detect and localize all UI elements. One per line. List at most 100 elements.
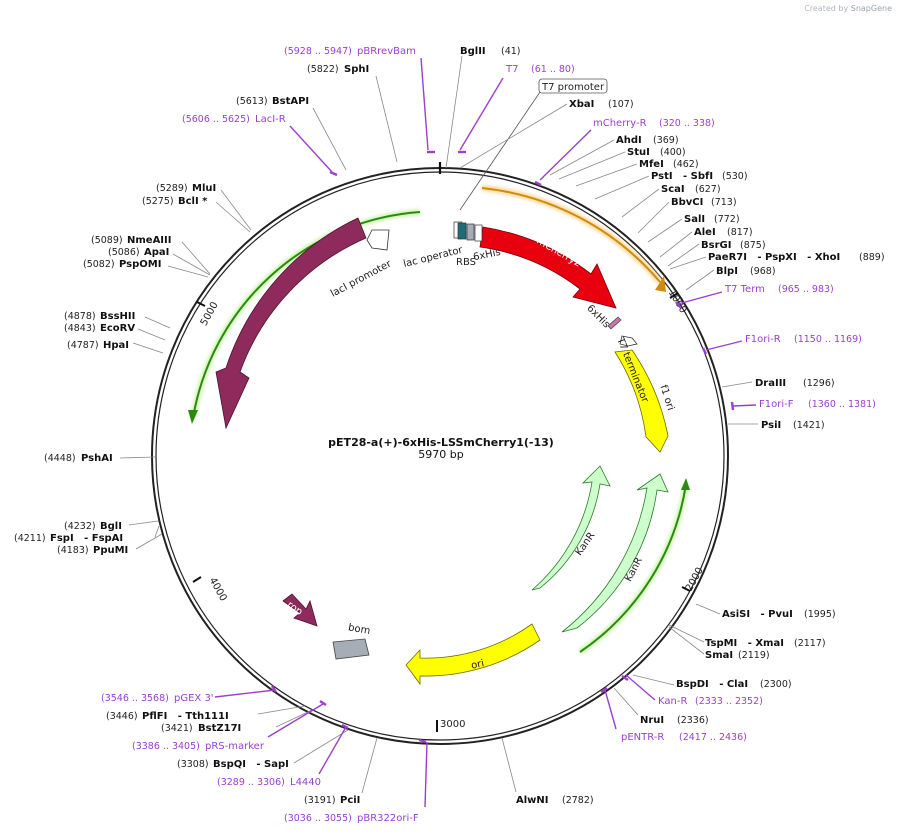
feature-label-t7-promoter: T7 promoter: [541, 82, 605, 93]
feature-mcherry2[interactable]: [479, 226, 617, 309]
site-mluI[interactable]: (5289)MluI: [156, 183, 216, 194]
primer-mark-pgex3: [271, 685, 277, 693]
site-pos-stuI: (400): [660, 147, 686, 158]
site-pshAI[interactable]: (4448)PshAI: [44, 453, 113, 464]
leader-xbaI: [459, 103, 568, 169]
feature-t7-terminator[interactable]: [619, 335, 638, 347]
leader-tspMI: [668, 624, 705, 643]
site-pos-pstI: (530): [722, 171, 748, 182]
primer-mark-laci-r: [329, 170, 338, 177]
feature-label-rbs: RBS: [456, 257, 476, 268]
leader-bspDI: [632, 674, 675, 686]
primer-laci-r[interactable]: (5606 .. 5625)LacI-R: [182, 114, 286, 125]
primer-t7-term[interactable]: T7 Term(965 .. 983): [724, 284, 834, 295]
leader-bsrGI: [667, 243, 700, 267]
site-sphI[interactable]: (5822)SphI: [307, 64, 369, 75]
primer-mark-l4440: [341, 723, 349, 730]
feature-bom[interactable]: [332, 638, 370, 660]
primer-pbrrevbam[interactable]: (5928 .. 5947)pBRrevBam: [284, 46, 416, 57]
site-stuI[interactable]: StuI(400): [627, 147, 686, 158]
site-asiSI[interactable]: AsiSI - PvuI(1995): [722, 609, 836, 620]
site-name-bbvCI: BbvCI: [671, 197, 703, 208]
site-pspOMI[interactable]: (5082)PspOMI: [83, 259, 161, 270]
site-mfeI[interactable]: MfeI(462): [639, 159, 699, 170]
site-ahdI[interactable]: AhdI(369): [616, 135, 679, 146]
site-bstAPI[interactable]: (5613)BstAPI: [236, 96, 309, 107]
site-pflFI[interactable]: (3446)PflFI - Tth111I: [106, 711, 229, 722]
primer-name-pbr322ori-f: pBR322ori-F: [357, 813, 419, 824]
feature-6xhis-top-box[interactable]: [466, 223, 475, 241]
feature-lacI[interactable]: [215, 217, 367, 430]
leader-mluI: [220, 189, 252, 231]
site-pos-sphI: (5822): [307, 64, 339, 75]
feature-t7-promoter-box[interactable]: [474, 224, 483, 242]
feature-rop[interactable]: [282, 593, 318, 627]
primer-prs-marker[interactable]: (3386 .. 3405)pRS-marker: [132, 741, 265, 752]
site-name-alwNI: AlwNI: [516, 795, 549, 806]
primer-pos-l4440: (3289 .. 3306): [217, 777, 285, 788]
feature-rbs-box[interactable]: [457, 222, 467, 240]
primer-leader-f1ori-r: [705, 340, 743, 351]
feature-f1ori[interactable]: [614, 349, 669, 453]
site-hpaI[interactable]: (4787)HpaI: [67, 340, 129, 351]
site-bbvCI[interactable]: BbvCI (713): [671, 197, 737, 208]
primer-f1ori-f[interactable]: F1ori-F(1360 .. 1381): [759, 399, 876, 410]
site-bssHII[interactable]: (4878)BssHII: [64, 311, 135, 322]
watermark-brand: SnapGene: [850, 4, 892, 13]
site-name-ppuMI: PpuMI: [93, 545, 128, 556]
site-pstI[interactable]: PstI - SbfI (530): [651, 171, 748, 182]
site-bsrGI[interactable]: BsrGI(875): [701, 240, 766, 251]
feature-kanR-outer[interactable]: [561, 473, 669, 633]
primer-kan-r[interactable]: Kan-R(2333 .. 2352): [658, 696, 763, 707]
feature-6xhis-bottom[interactable]: [607, 316, 622, 330]
site-alwNI[interactable]: AlwNI(2782): [516, 795, 594, 806]
site-draIII[interactable]: DraIII(1296): [755, 378, 835, 389]
site-paeR7I[interactable]: PaeR7I - PspXI - XhoI(889): [708, 252, 885, 263]
site-tspMI[interactable]: TspMI - XmaI(2117): [705, 638, 826, 649]
primer-pentr-r[interactable]: pENTR-R(2417 .. 2436): [621, 732, 747, 743]
site-pos-pshAI: (4448): [44, 453, 76, 464]
site-blpI[interactable]: BlpI(968): [716, 266, 776, 277]
site-name-bspDI: BspDI - ClaI: [676, 679, 748, 690]
primer-l4440[interactable]: (3289 .. 3306)L4440: [217, 777, 321, 788]
site-name-fspI: FspI - FspAI: [50, 533, 123, 544]
site-nruI[interactable]: NruI(2336): [640, 715, 709, 726]
primer-mcherry-r[interactable]: mCherry-R(320 .. 338): [593, 118, 715, 129]
site-scaI[interactable]: ScaI(627): [661, 184, 721, 195]
site-name-mluI: MluI: [192, 183, 216, 194]
site-bspDI[interactable]: BspDI - ClaI(2300): [676, 679, 792, 690]
site-salI[interactable]: SalI(772): [684, 214, 740, 225]
site-bglI[interactable]: (4232)BglI: [64, 521, 122, 532]
site-bstZ17I[interactable]: (3421)BstZ17I: [161, 723, 241, 734]
site-bspQI[interactable]: (3308)BspQI - SapI: [177, 759, 289, 770]
site-psiI[interactable]: PsiI(1421): [761, 420, 825, 431]
site-aleI[interactable]: AleI(817): [694, 227, 753, 238]
site-smaI[interactable]: SmaI(2119): [705, 650, 770, 661]
primer-t7[interactable]: T7(61 .. 80): [505, 64, 575, 75]
site-pciI[interactable]: (3191)PciI: [304, 795, 360, 806]
tick-label-4000: 4000: [207, 576, 229, 604]
primer-pgex3[interactable]: (3546 .. 3568)pGEX 3': [101, 693, 214, 704]
site-nmeAIII[interactable]: (5089)NmeAIII: [91, 235, 171, 246]
primer-pbr322ori-f[interactable]: (3036 .. 3055)pBR322ori-F: [284, 813, 419, 824]
feature-ori[interactable]: [405, 623, 541, 686]
site-name-pstI: PstI - SbfI: [651, 171, 713, 182]
site-pos-apaI: (5086): [108, 247, 140, 258]
site-fspI[interactable]: (4211) FspI - FspAI: [14, 533, 123, 544]
feature-kanR-inner[interactable]: [531, 465, 611, 591]
primer-leader-pgex3: [214, 689, 276, 698]
site-pos-bbvCI: (713): [711, 197, 737, 208]
primer-pos-t7: (61 .. 80): [531, 64, 575, 75]
site-ppuMI[interactable]: (4183)PpuMI: [57, 545, 128, 556]
site-apaI[interactable]: (5086)ApaI: [108, 247, 169, 258]
feature-lacI-promoter[interactable]: [366, 229, 390, 251]
site-bclI[interactable]: (5275)BclI *: [142, 196, 208, 207]
site-bglII[interactable]: BglII(41): [460, 46, 521, 57]
feature-lac-operator-block[interactable]: [453, 221, 483, 242]
site-ecoRV[interactable]: (4843)EcoRV: [64, 323, 135, 334]
primer-pos-t7-term: (965 .. 983): [778, 284, 834, 295]
site-xbaI[interactable]: XbaI(107): [569, 99, 634, 110]
site-pos-fspI: (4211): [14, 533, 46, 544]
primer-f1ori-r[interactable]: F1ori-R(1150 .. 1169): [745, 334, 862, 345]
primer-pos-f1ori-f: (1360 .. 1381): [808, 399, 876, 410]
